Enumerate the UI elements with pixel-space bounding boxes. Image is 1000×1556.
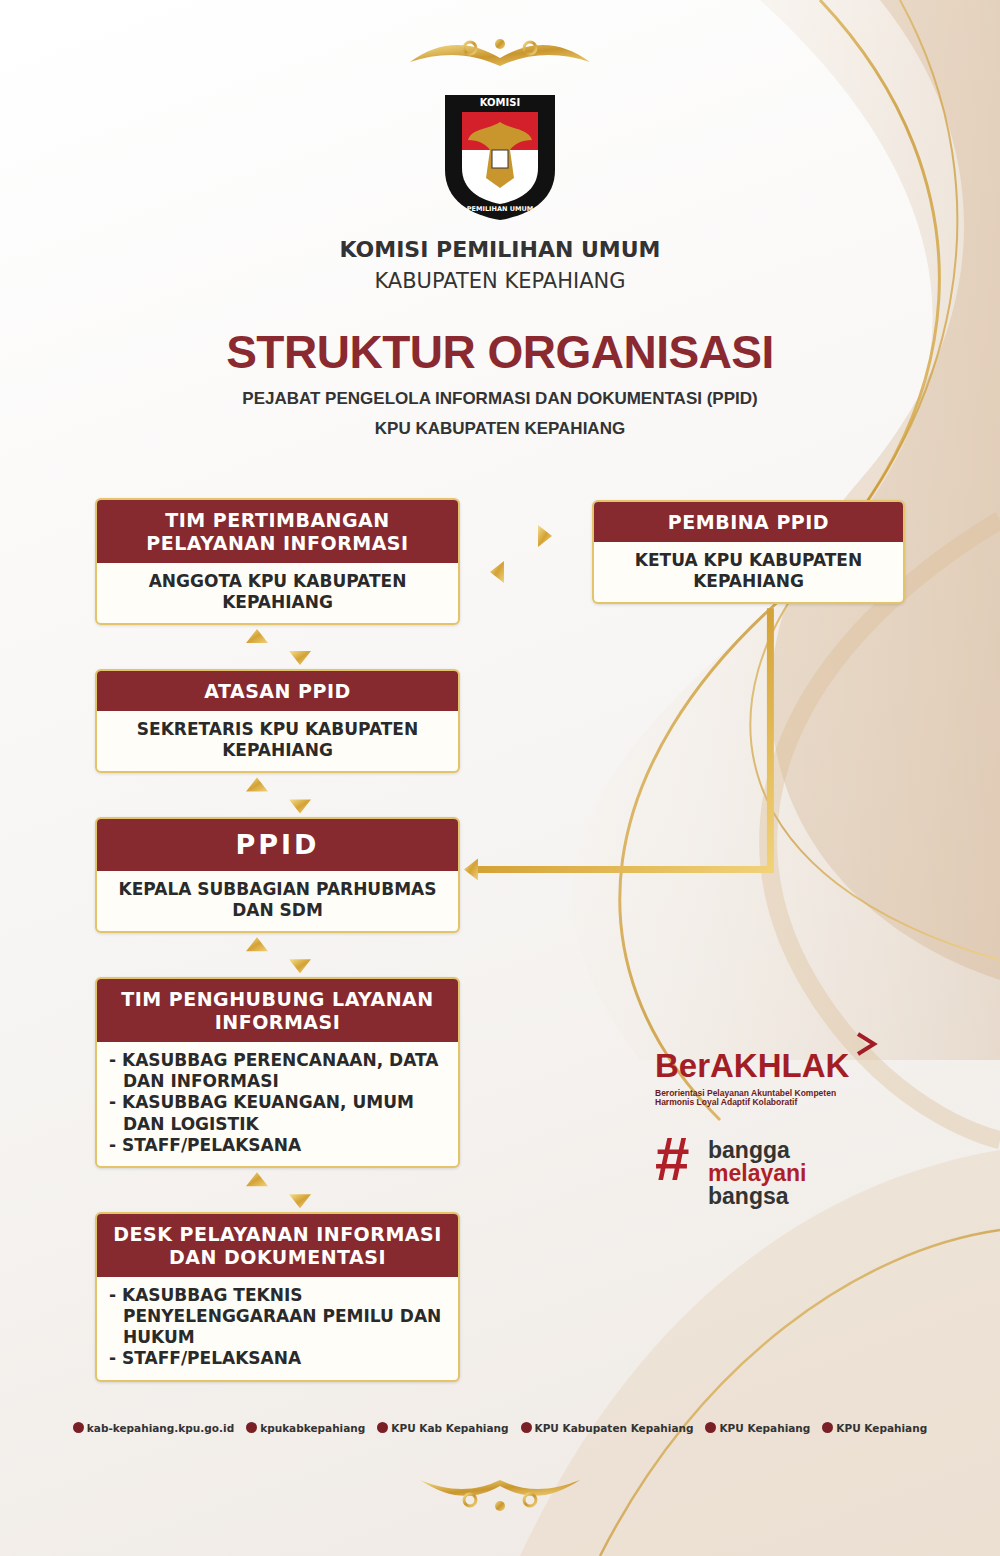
box-heading: PPID: [97, 819, 458, 870]
block-arrow: [289, 629, 311, 665]
kpu-logo: [445, 95, 555, 220]
org-box: PPID KEPALA SUBBAGIAN PARHUBMAS DAN SDM: [95, 817, 460, 933]
box-text: KETUA KPU KABUPATEN KEPAHIANG: [606, 550, 891, 593]
slogan-text: #: [655, 1128, 705, 1190]
box-body: - KASUBBAG PERENCANAAN, DATA DAN INFORMA…: [97, 1042, 458, 1166]
org-box: TIM PENGHUBUNG LAYANAN INFORMASI - KASUBB…: [95, 977, 460, 1168]
block-arrow: [490, 525, 552, 547]
box-heading: TIM PENGHUBUNG LAYANAN INFORMASI: [97, 979, 458, 1042]
block-arrow: [490, 561, 552, 583]
social-icon: [377, 1422, 388, 1433]
logo-text: KOMISI: [445, 97, 555, 108]
box-text: KEPALA SUBBAGIAN PARHUBMAS DAN SDM: [109, 879, 446, 922]
footer-item: kpukabkepahiang: [246, 1422, 365, 1434]
box-body: KEPALA SUBBAGIAN PARHUBMAS DAN SDM: [97, 871, 458, 932]
box-text: - STAFF/PELAKSANA: [109, 1348, 446, 1369]
box-text: - STAFF/PELAKSANA: [109, 1135, 446, 1156]
block-arrow: [289, 937, 311, 973]
box-text: - KASUBBAG KEUANGAN, UMUM DAN LOGISTIK: [109, 1092, 446, 1135]
footer-bar: kab-kepahiang.kpu.go.id kpukabkepahiang KP…: [0, 1422, 1000, 1434]
box-text: SEKRETARIS KPU KABUPATEN KEPAHIANG: [109, 719, 446, 762]
footer-text: KPU Kepahiang: [719, 1422, 810, 1434]
logo-text: PEMILIHAN UMUM: [445, 206, 555, 213]
box-heading: PEMBINA PPID: [594, 502, 903, 542]
page-title: STRUKTUR ORGANISASI: [0, 325, 1000, 379]
box-body: KETUA KPU KABUPATEN KEPAHIANG: [594, 542, 903, 603]
slogan-text: bangsa: [708, 1184, 848, 1209]
footer-item: kab-kepahiang.kpu.go.id: [73, 1422, 234, 1434]
heading-text: PEJABAT PENGELOLA INFORMASI DAN DOKUMENT…: [0, 390, 1000, 409]
block-arrow: [464, 608, 770, 880]
box-text: ANGGOTA KPU KABUPATEN KEPAHIANG: [109, 571, 446, 614]
footer-item: KPU Kabupaten Kepahiang: [521, 1422, 694, 1434]
heading-text: KPU KABUPATEN KEPAHIANG: [0, 420, 1000, 439]
org-box: DESK PELAYANAN INFORMASI DAN DOKUMENTASI…: [95, 1212, 460, 1382]
block-arrow: [289, 777, 311, 813]
org-box: ATASAN PPID SEKRETARIS KPU KABUPATEN KEPA…: [95, 669, 460, 773]
block-arrow: [246, 629, 268, 665]
social-icon: [822, 1422, 833, 1433]
footer-text: KPU Kabupaten Kepahiang: [535, 1422, 694, 1434]
footer-item: KPU Kepahiang: [822, 1422, 927, 1434]
block-arrow: [246, 937, 268, 973]
box-text: - KASUBBAG PERENCANAAN, DATA DAN INFORMA…: [109, 1050, 446, 1093]
footer-item: KPU Kepahiang: [705, 1422, 810, 1434]
social-icon: [246, 1422, 257, 1433]
org-box: TIM PERTIMBANGAN PELAYANAN INFORMASI ANGG…: [95, 498, 460, 625]
social-icon: [521, 1422, 532, 1433]
org-box: PEMBINA PPID KETUA KPU KABUPATEN KEPAHIAN…: [592, 500, 905, 604]
footer-text: kpukabkepahiang: [260, 1422, 365, 1434]
footer-text: KPU Kab Kepahiang: [391, 1422, 508, 1434]
heading-text: KOMISI PEMILIHAN UMUM: [0, 238, 1000, 262]
social-icon: [705, 1422, 716, 1433]
footer-item: KPU Kab Kepahiang: [377, 1422, 508, 1434]
slogan-text: Berorientasi Pelayanan Akuntabel Kompete…: [655, 1089, 870, 1108]
box-body: SEKRETARIS KPU KABUPATEN KEPAHIANG: [97, 711, 458, 772]
box-body: ANGGOTA KPU KABUPATEN KEPAHIANG: [97, 563, 458, 624]
block-arrow: [246, 1172, 268, 1208]
block-arrow: [289, 1172, 311, 1208]
box-heading: DESK PELAYANAN INFORMASI DAN DOKUMENTASI: [97, 1214, 458, 1277]
slogan-text: bangga: [708, 1138, 848, 1163]
social-icon: [73, 1422, 84, 1433]
footer-text: kab-kepahiang.kpu.go.id: [87, 1422, 234, 1434]
block-arrow: [246, 777, 268, 813]
box-body: - KASUBBAG TEKNIS PENYELENGGARAAN PEMILU…: [97, 1277, 458, 1380]
heading-text: KABUPATEN KEPAHIANG: [0, 270, 1000, 293]
slogan-text: BerAKHLAK: [655, 1048, 875, 1084]
box-heading: TIM PERTIMBANGAN PELAYANAN INFORMASI: [97, 500, 458, 563]
box-text: - KASUBBAG TEKNIS PENYELENGGARAAN PEMILU…: [109, 1285, 446, 1349]
box-heading: ATASAN PPID: [97, 671, 458, 711]
chevron: [858, 1034, 874, 1054]
footer-text: KPU Kepahiang: [836, 1422, 927, 1434]
slogan-text: melayani: [708, 1161, 848, 1186]
